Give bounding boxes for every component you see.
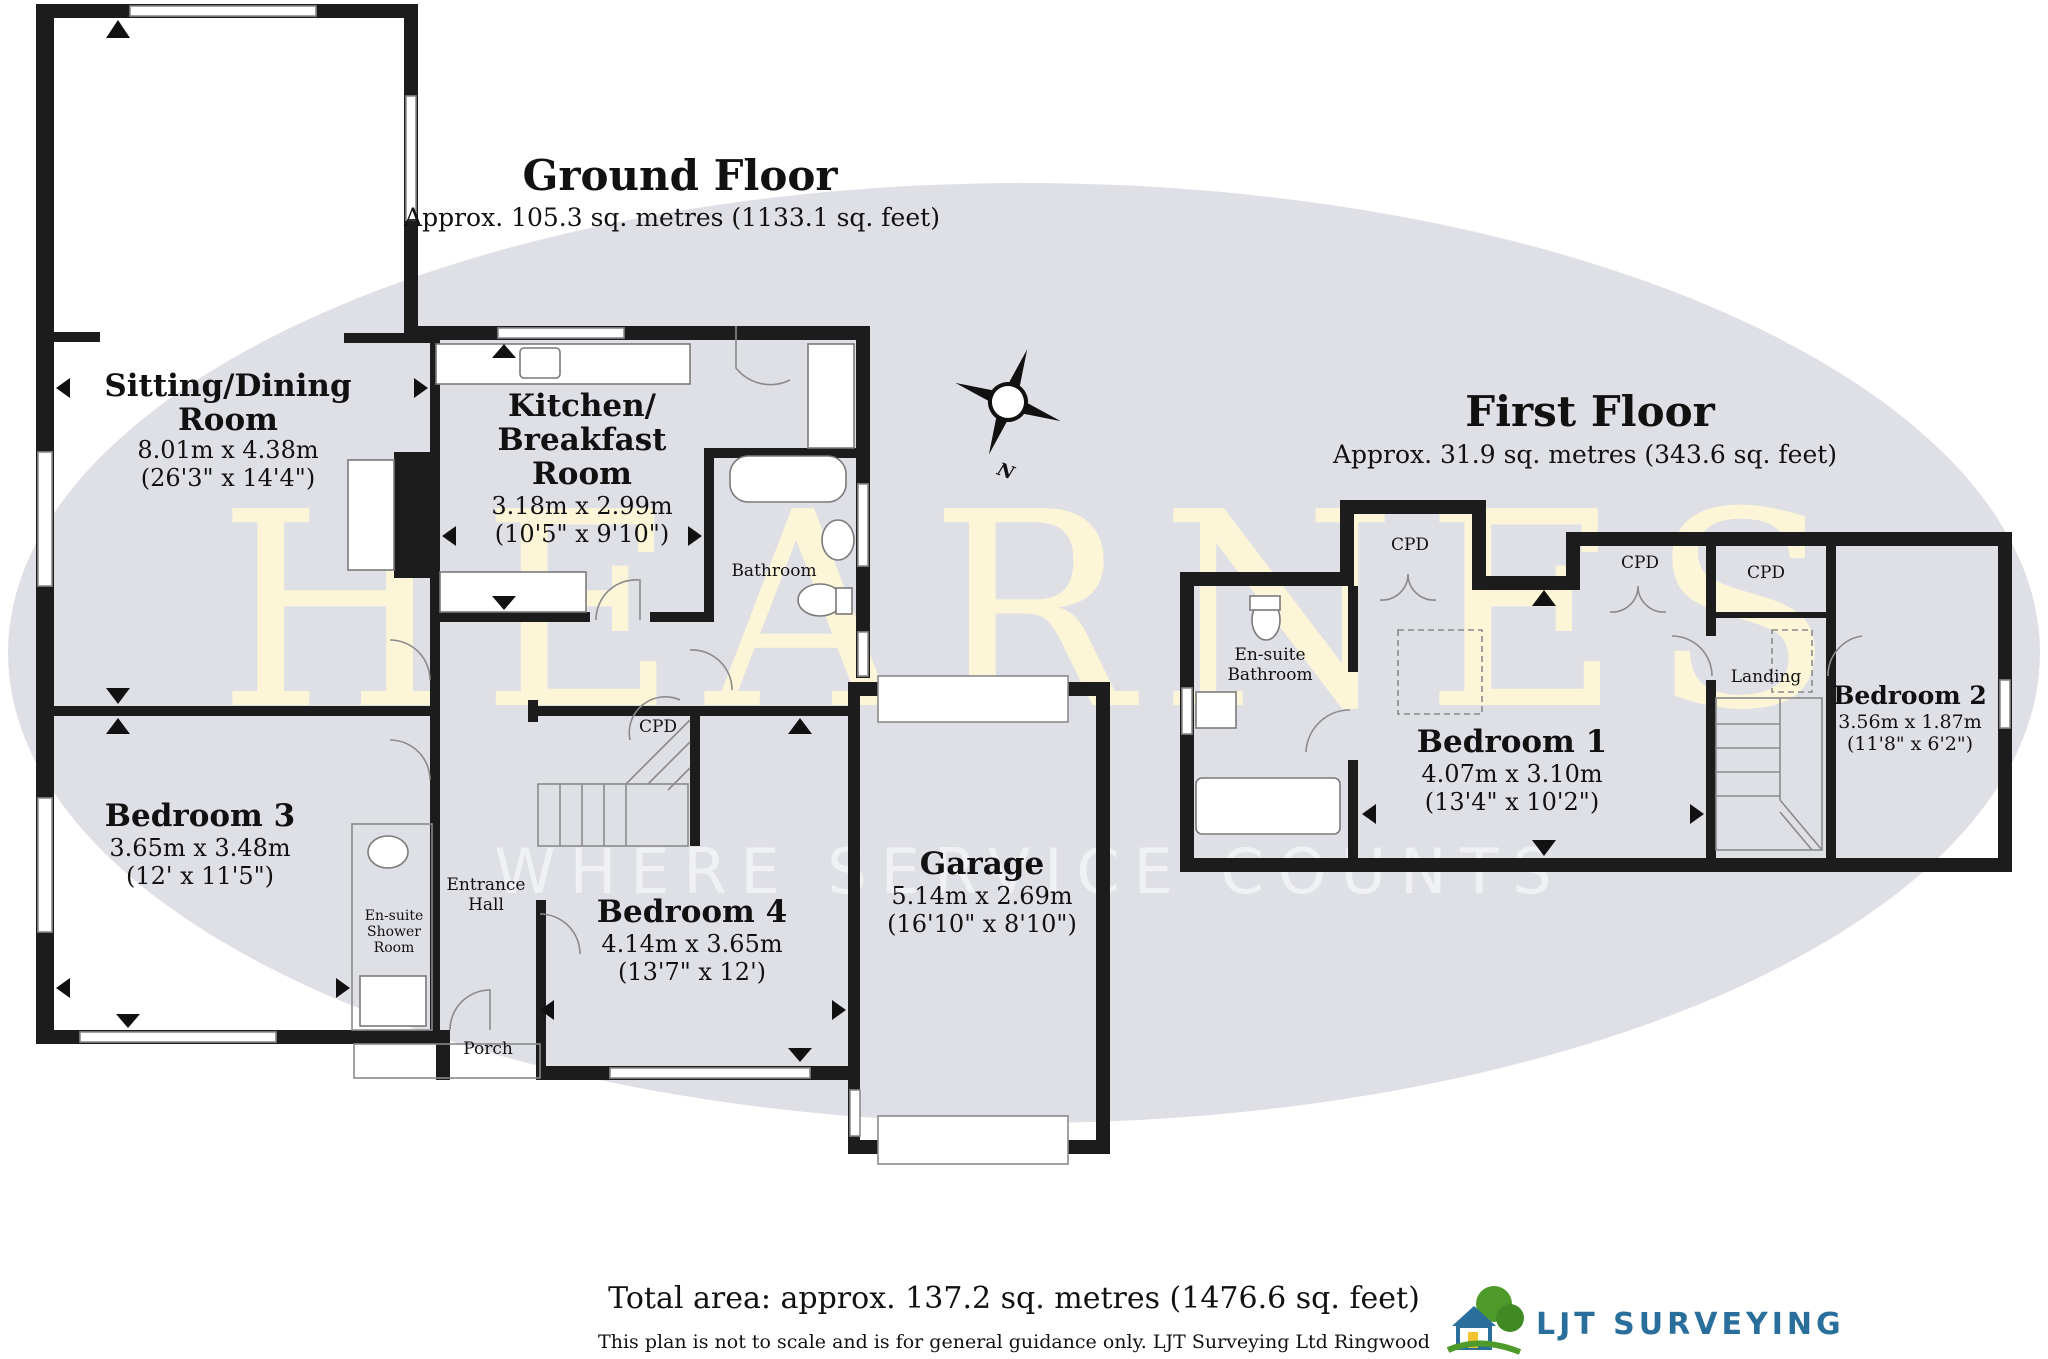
room-dimensions: (26'3" x 14'4") (141, 464, 315, 492)
room-name: Bedroom 1 (1417, 724, 1607, 760)
room-dimensions: 3.65m x 3.48m (109, 834, 290, 862)
room-name: Shower (367, 924, 421, 940)
cpd-label: CPD (1747, 563, 1785, 583)
ensuite-bathroom: En-suite Bathroom (1227, 645, 1312, 685)
room-dimensions: 5.14m x 2.69m (891, 882, 1072, 910)
room-name: Bedroom 3 (105, 798, 295, 834)
logo-text: LJT SURVEYING (1536, 1307, 1845, 1342)
room-dimensions: 3.18m x 2.99m (491, 492, 672, 520)
ensuite-shower-room: En-suite Shower Room (365, 908, 424, 956)
room-dimensions: 8.01m x 4.38m (137, 436, 318, 464)
room-name: Kitchen/ (508, 388, 657, 424)
room-name: Room (532, 456, 632, 492)
garage: Garage 5.14m x 2.69m (16'10" x 8'10") (887, 846, 1077, 938)
bedroom-1: Bedroom 1 4.07m x 3.10m (13'4" x 10'2") (1417, 724, 1607, 816)
room-name: Entrance (447, 875, 526, 895)
bedroom-3: Bedroom 3 3.65m x 3.48m (12' x 11'5") (105, 798, 295, 890)
ground-floor-area: Approx. 105.3 sq. metres (1133.1 sq. fee… (403, 203, 940, 232)
room-dimensions: 4.14m x 3.65m (601, 930, 782, 958)
kitchen-breakfast-room: Kitchen/ Breakfast Room 3.18m x 2.99m (1… (491, 388, 672, 548)
room-name: Bedroom 2 (1833, 681, 1987, 710)
disclaimer: This plan is not to scale and is for gen… (598, 1331, 1430, 1353)
total-area: Total area: approx. 137.2 sq. metres (14… (608, 1281, 1420, 1316)
bathroom-label: Bathroom (731, 561, 816, 581)
room-name: En-suite (365, 908, 424, 924)
sitting-dining-room: Sitting/Dining Room 8.01m x 4.38m (26'3"… (104, 368, 351, 492)
room-dimensions: (11'8" x 6'2") (1847, 733, 1973, 755)
room-dimensions: (16'10" x 8'10") (887, 910, 1077, 938)
cpd-label: CPD (639, 717, 677, 737)
ljt-surveying-logo: LJT SURVEYING (1446, 1286, 1845, 1355)
ground-floor-fixtures (37, 5, 1069, 1165)
room-name: Room (374, 940, 415, 956)
room-name: Bathroom (1227, 665, 1312, 685)
ground-floor-arrows (56, 20, 846, 1062)
watermark-ellipse (8, 183, 2040, 1123)
room-name: Sitting/Dining (104, 368, 351, 404)
entrance-hall: Entrance Hall (447, 875, 526, 915)
room-dimensions: (13'4" x 10'2") (1425, 788, 1599, 816)
compass-rose (955, 349, 1061, 455)
first-floor-fixtures (1181, 573, 2011, 851)
room-name: Hall (468, 895, 504, 915)
first-floor-title: First Floor (1465, 387, 1715, 436)
bedroom-4: Bedroom 4 4.14m x 3.65m (13'7" x 12') (597, 894, 787, 986)
bedroom-2: Bedroom 2 3.56m x 1.87m (11'8" x 6'2") (1833, 681, 1987, 755)
room-name: Bedroom 4 (597, 894, 787, 930)
porch-label: Porch (463, 1039, 513, 1059)
first-floor-walls (1180, 500, 2012, 872)
room-dimensions: (13'7" x 12') (618, 958, 766, 986)
house-tree-logo-icon (1446, 1286, 1524, 1355)
room-dimensions: 4.07m x 3.10m (1421, 760, 1602, 788)
room-dimensions: (12' x 11'5") (126, 862, 274, 890)
room-name: Garage (920, 846, 1044, 882)
room-name: Room (178, 402, 278, 438)
ground-floor-title: Ground Floor (523, 151, 839, 200)
cpd-label: CPD (1391, 535, 1429, 555)
room-dimensions: (10'5" x 9'10") (495, 520, 669, 548)
room-name: En-suite (1234, 645, 1305, 665)
cpd-label: CPD (1621, 553, 1659, 573)
room-name: Breakfast (497, 422, 667, 458)
room-dimensions: 3.56m x 1.87m (1838, 711, 1981, 733)
landing-label: Landing (1731, 667, 1802, 687)
first-floor-arrows (1362, 590, 1704, 856)
first-floor-area: Approx. 31.9 sq. metres (343.6 sq. feet) (1332, 440, 1837, 469)
